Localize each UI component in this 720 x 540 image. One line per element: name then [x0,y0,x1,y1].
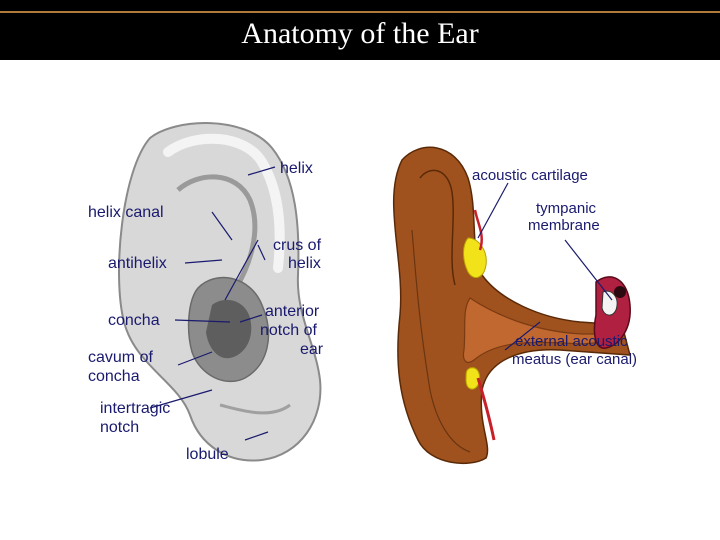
label-crus-of-helix-2: helix [288,255,321,272]
label-intertragic-notch-1: intertragic [100,400,170,417]
label-meatus-2: meatus (ear canal) [512,351,637,368]
auricle-ridge [411,229,471,453]
label-lobule: lobule [186,446,229,463]
label-antihelix: antihelix [108,255,167,272]
vessel-upper [473,209,483,251]
label-acoustic-cartilage: acoustic cartilage [472,167,588,184]
title-bar [0,0,720,60]
title-rule [0,11,720,13]
cross-section-labels: acoustic cartilage tympanic membrane ext… [472,167,637,368]
auricle-inner-fold [419,169,456,286]
label-intertragic-notch-2: notch [100,419,139,436]
label-anterior-notch-1: anterior [265,303,320,320]
outer-ear-leaders [149,166,276,441]
label-anterior-notch-2: notch of [260,322,317,339]
cartilage-lower [465,367,481,390]
label-meatus-1: external acoustic [515,333,628,350]
label-cavum-of-concha-2: concha [88,368,140,385]
vessel-lower [476,377,496,441]
page-title: Anatomy of the Ear [241,17,479,50]
concha-shadow [206,299,252,359]
outer-ear-illustration [118,122,322,462]
lobule-shape [219,403,291,415]
helix-rim [163,133,285,273]
ossicles [601,290,618,316]
label-crus-of-helix-1: crus of [273,237,322,254]
middle-ear-dot [614,286,626,298]
label-anterior-notch-3: ear [300,341,324,358]
label-tympanic-membrane-1: tympanic [536,200,597,217]
ear-canal [462,297,607,363]
label-helix: helix [280,160,313,177]
auricle-skin [392,146,631,464]
outer-ear-labels: helix helix canal antihelix crus of heli… [88,160,324,463]
ear-anatomy-figure: helix helix canal antihelix crus of heli… [88,122,637,464]
label-tympanic-membrane-2: membrane [528,217,600,234]
ear-cross-section-illustration [392,146,631,464]
label-concha: concha [108,312,160,329]
cross-section-leaders [477,182,613,351]
label-helix-canal: helix canal [88,204,164,221]
label-cavum-of-concha-1: cavum of [88,349,153,366]
antihelix-fold [176,174,258,292]
